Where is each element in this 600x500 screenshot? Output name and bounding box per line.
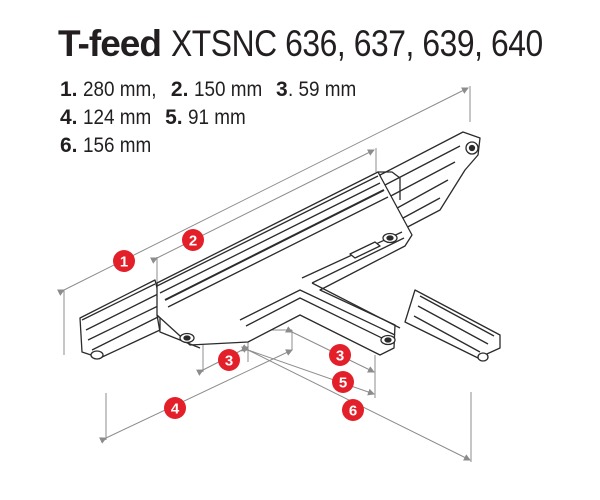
marker-3-left: 3 <box>218 349 240 371</box>
product-type: T-feed <box>58 23 162 64</box>
marker-5: 5 <box>332 371 354 393</box>
marker-2: 2 <box>182 229 204 251</box>
marker-3-left-text: 3 <box>225 353 233 370</box>
marker-2-text: 2 <box>189 233 197 250</box>
model-codes: XTSNC 636, 637, 639, 640 <box>170 23 543 64</box>
page-title: T-feed XTSNC 636, 637, 639, 640 <box>58 22 600 66</box>
marker-5-text: 5 <box>339 375 347 392</box>
marker-3-right: 3 <box>329 344 351 366</box>
t-feed-body <box>79 131 501 362</box>
marker-3-right-text: 3 <box>336 348 344 365</box>
marker-6-text: 6 <box>349 403 357 420</box>
marker-1: 1 <box>113 250 135 272</box>
marker-4: 4 <box>164 397 186 419</box>
marker-6: 6 <box>342 399 364 421</box>
marker-1-text: 1 <box>120 254 128 271</box>
marker-4-text: 4 <box>171 401 180 418</box>
